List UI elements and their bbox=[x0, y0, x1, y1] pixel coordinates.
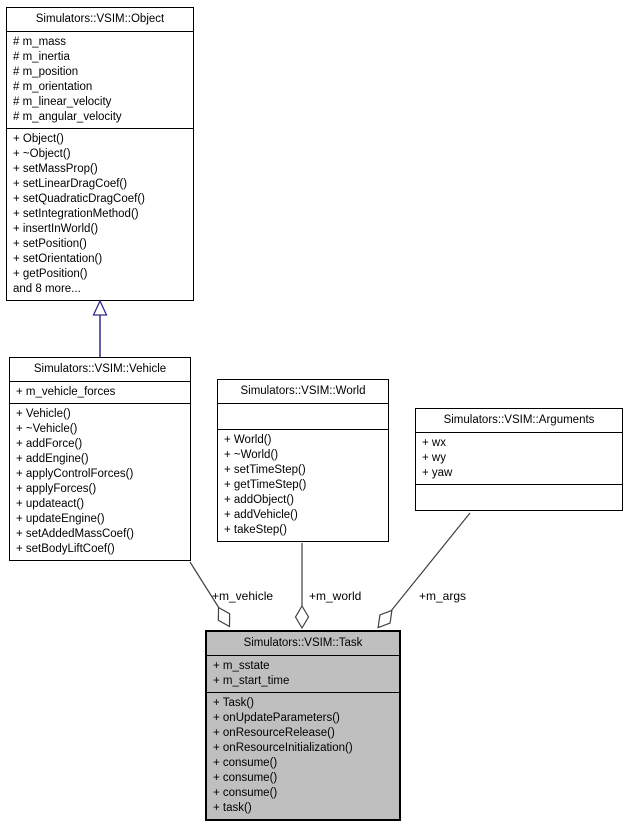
member-item: # m_mass bbox=[13, 36, 67, 48]
class-title-world: Simulators::VSIM::World bbox=[240, 385, 366, 397]
member-item: + consume() bbox=[213, 787, 278, 799]
inheritance-edge-vehicle-object bbox=[92, 299, 108, 357]
open-diamond-arrowhead-icon bbox=[217, 606, 231, 628]
class-node-world[interactable]: Simulators::VSIM::World + World()+ ~Worl… bbox=[217, 379, 389, 542]
class-methods-arguments bbox=[416, 484, 622, 510]
class-attributes-task: + m_sstate + m_start_time bbox=[207, 655, 399, 692]
member-item: # m_angular_velocity bbox=[13, 111, 122, 123]
member-item: + consume() bbox=[213, 757, 278, 769]
class-attributes-vehicle: + m_vehicle_forces bbox=[10, 381, 190, 403]
member-item: + setAddedMassCoef() bbox=[16, 528, 134, 540]
member-item: + insertInWorld() bbox=[13, 223, 99, 235]
class-node-object[interactable]: Simulators::VSIM::Object # m_mass# m_ine… bbox=[6, 7, 194, 301]
class-attributes-world bbox=[218, 403, 388, 429]
member-item: + takeStep() bbox=[224, 524, 287, 536]
class-attributes-arguments: + wx + wy + yaw bbox=[416, 432, 622, 484]
member-item: + m_vehicle_forces bbox=[16, 386, 116, 398]
member-item: + yaw bbox=[422, 467, 453, 479]
member-item: + addForce() bbox=[16, 438, 83, 450]
member-item: + addEngine() bbox=[16, 453, 89, 465]
member-item: + applyControlForces() bbox=[16, 468, 134, 480]
member-item: + addObject() bbox=[224, 494, 294, 506]
open-diamond-arrowhead-icon bbox=[294, 604, 310, 630]
member-item: + m_start_time bbox=[213, 675, 290, 687]
member-item: + setOrientation() bbox=[13, 253, 103, 265]
edge-label-m-world: +m_world bbox=[309, 589, 361, 603]
member-item: + setBodyLiftCoef() bbox=[16, 543, 115, 555]
aggregation-edge-m-world: +m_world bbox=[294, 543, 361, 630]
member-item: + ~Vehicle() bbox=[16, 423, 78, 435]
member-item: + updateEngine() bbox=[16, 513, 105, 525]
member-item: + task() bbox=[213, 802, 252, 814]
class-methods-task: + Task() + onUpdateParameters() + onResour… bbox=[207, 692, 399, 819]
member-item: + World() bbox=[224, 434, 272, 446]
member-item: + onResourceRelease() bbox=[213, 727, 335, 739]
member-item: + onResourceInitialization() bbox=[213, 742, 353, 754]
class-node-vehicle[interactable]: Simulators::VSIM::Vehicle + m_vehicle_fo… bbox=[9, 357, 191, 561]
class-title-object: Simulators::VSIM::Object bbox=[35, 13, 165, 25]
member-item: + ~Object() bbox=[13, 148, 71, 160]
hollow-triangle-arrowhead-icon bbox=[92, 299, 108, 316]
member-item: # m_inertia bbox=[13, 51, 70, 63]
edge-label-m-vehicle: +m_vehicle bbox=[212, 589, 273, 603]
member-item: + updateact() bbox=[16, 498, 85, 510]
class-methods-world: + World() + ~World() + setTimeStep() + getT… bbox=[218, 429, 388, 541]
member-item: and 8 more... bbox=[13, 283, 81, 295]
member-item: + setIntegrationMethod() bbox=[13, 208, 139, 220]
member-item: # m_orientation bbox=[13, 81, 93, 93]
member-item: + ~World() bbox=[224, 449, 279, 461]
member-item: # m_linear_velocity bbox=[13, 96, 112, 108]
class-methods-object: + Object() + ~Object() + setMassProp() + se… bbox=[7, 128, 193, 300]
member-item: + setMassProp() bbox=[13, 163, 98, 175]
class-title-arguments: Simulators::VSIM::Arguments bbox=[443, 414, 595, 426]
member-item: + setPosition() bbox=[13, 238, 87, 250]
member-item: + applyForces() bbox=[16, 483, 97, 495]
class-methods-vehicle: + Vehicle() + ~Vehicle() + addForce() + add… bbox=[10, 403, 190, 560]
member-item: + addVehicle() bbox=[224, 509, 298, 521]
member-item: + setQuadraticDragCoef() bbox=[13, 193, 145, 205]
member-item: + setTimeStep() bbox=[224, 464, 306, 476]
class-title-task: Simulators::VSIM::Task bbox=[207, 632, 399, 655]
member-item: + Object() bbox=[13, 133, 64, 145]
member-item: + getPosition() bbox=[13, 268, 88, 280]
open-diamond-arrowhead-icon bbox=[377, 609, 393, 629]
member-item: + m_sstate bbox=[213, 660, 270, 672]
member-item: # m_position bbox=[13, 66, 79, 78]
class-node-task[interactable]: Simulators::VSIM::Task + m_sstate+ m_sta… bbox=[205, 630, 401, 821]
member-item: + consume() bbox=[213, 772, 278, 784]
member-item: + onUpdateParameters() bbox=[213, 712, 340, 724]
class-attributes-object: # m_mass # m_inertia # m_position # m_orien… bbox=[7, 31, 193, 128]
aggregation-edge-m-vehicle: +m_vehicle bbox=[189, 561, 273, 628]
member-item: + Vehicle() bbox=[16, 408, 71, 420]
class-node-arguments[interactable]: Simulators::VSIM::Arguments + wx+ wy+ ya… bbox=[415, 408, 623, 511]
member-item: + Task() bbox=[213, 697, 255, 709]
member-item: + setLinearDragCoef() bbox=[13, 178, 128, 190]
edge-label-m-args: +m_args bbox=[419, 589, 466, 603]
member-item: + wy bbox=[422, 452, 446, 464]
member-item: + getTimeStep() bbox=[224, 479, 307, 491]
class-title-vehicle: Simulators::VSIM::Vehicle bbox=[33, 363, 167, 375]
member-item: + wx bbox=[422, 437, 446, 449]
